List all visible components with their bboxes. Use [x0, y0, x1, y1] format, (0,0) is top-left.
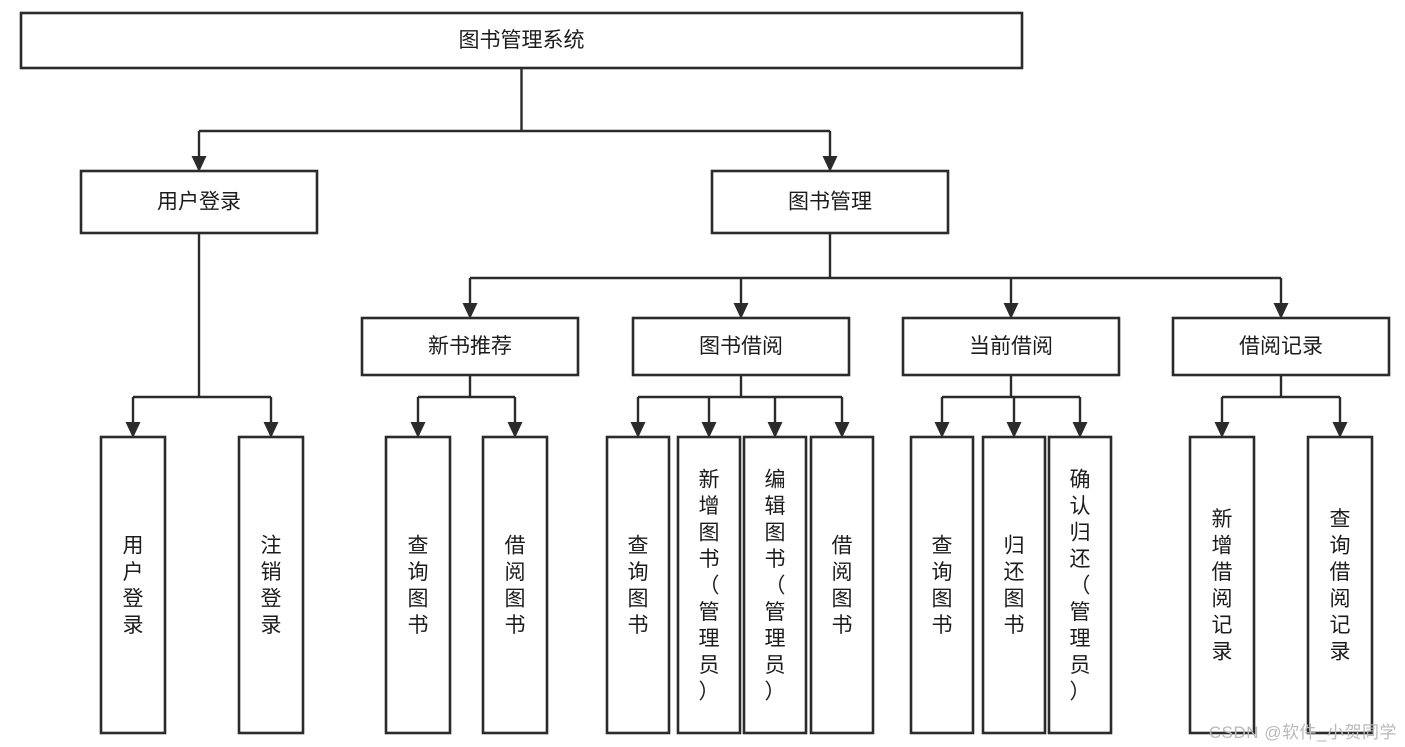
node-leaf-add-borrow-record-label: 新增借阅记录: [1212, 508, 1233, 664]
node-new-book-rec[interactable]: 新书推荐: [360, 316, 580, 377]
node-book-borrow[interactable]: 图书借阅: [631, 316, 851, 377]
node-leaf-return-book-label: 归还图书: [1004, 535, 1025, 638]
node-leaf-user-login[interactable]: 用户登录: [99, 435, 167, 735]
node-layer: 图书管理系统用户登录图书管理新书推荐图书借阅当前借阅借阅记录用户登录注销登录查询…: [19, 11, 1391, 735]
node-root-box: [19, 11, 1024, 70]
node-leaf-edit-book[interactable]: 编辑图书（管理员）: [742, 435, 808, 735]
node-user-login[interactable]: 用户登录: [79, 169, 319, 235]
node-book-borrow-box: [631, 316, 851, 377]
arrow-head-icon: [462, 303, 478, 319]
edge-group-book-manage: [462, 233, 1289, 319]
node-leaf-borrow-book-label: 借阅图书: [832, 535, 853, 638]
arrow-head-icon: [834, 422, 850, 438]
node-leaf-query-borrow-record-label: 查询借阅记录: [1330, 508, 1351, 664]
edge-group-user-login: [125, 233, 279, 438]
arrow-head-icon: [1214, 422, 1230, 438]
node-leaf-query-book-rec-box: [384, 435, 452, 735]
node-leaf-confirm-return[interactable]: 确认归还（管理员）: [1047, 435, 1113, 735]
node-leaf-add-borrow-record-box: [1188, 435, 1256, 735]
node-borrow-record[interactable]: 借阅记录: [1171, 316, 1391, 377]
node-leaf-query-book-current[interactable]: 查询图书: [909, 435, 975, 735]
node-leaf-edit-book-box: [742, 435, 808, 735]
node-leaf-add-book-label: 新增图书（管理员）: [699, 468, 720, 703]
node-user-login-label: 用户登录: [157, 191, 241, 214]
node-leaf-add-book[interactable]: 新增图书（管理员）: [676, 435, 742, 735]
node-leaf-return-book-box: [981, 435, 1047, 735]
node-leaf-query-borrow-record-box: [1306, 435, 1374, 735]
node-leaf-add-borrow-record[interactable]: 新增借阅记录: [1188, 435, 1256, 735]
node-leaf-user-login-box: [99, 435, 167, 735]
arrow-head-icon: [630, 422, 646, 438]
node-leaf-query-book-rec-label: 查询图书: [408, 535, 429, 638]
node-new-book-rec-box: [360, 316, 580, 377]
node-leaf-add-book-box: [676, 435, 742, 735]
arrow-head-icon: [1273, 303, 1289, 319]
node-user-login-box: [79, 169, 319, 235]
edge-group-new-book-rec: [410, 375, 523, 438]
node-leaf-confirm-return-box: [1047, 435, 1113, 735]
node-book-manage-label: 图书管理: [788, 191, 872, 214]
node-leaf-user-logout-box: [237, 435, 305, 735]
arrow-head-icon: [822, 156, 838, 172]
node-leaf-confirm-return-label: 确认归还（管理员）: [1070, 468, 1091, 703]
arrow-head-icon: [125, 422, 141, 438]
node-leaf-query-book-rec[interactable]: 查询图书: [384, 435, 452, 735]
node-leaf-query-book-borrow[interactable]: 查询图书: [605, 435, 671, 735]
arrow-head-icon: [507, 422, 523, 438]
node-current-borrow-label: 当前借阅: [969, 335, 1053, 358]
arrow-head-icon: [1006, 422, 1022, 438]
node-leaf-borrow-book-box: [809, 435, 875, 735]
node-leaf-query-book-borrow-label: 查询图书: [628, 535, 649, 638]
edge-group-root: [191, 68, 838, 172]
node-current-borrow[interactable]: 当前借阅: [901, 316, 1121, 377]
arrow-head-icon: [191, 156, 207, 172]
arrow-head-icon: [263, 422, 279, 438]
node-leaf-return-book[interactable]: 归还图书: [981, 435, 1047, 735]
arrow-head-icon: [1003, 303, 1019, 319]
node-leaf-borrow-book-rec-box: [481, 435, 549, 735]
arrow-head-icon: [1332, 422, 1348, 438]
arrow-head-icon: [934, 422, 950, 438]
arrow-head-icon: [410, 422, 426, 438]
node-leaf-borrow-book[interactable]: 借阅图书: [809, 435, 875, 735]
node-root-label: 图书管理系统: [459, 29, 585, 52]
arrow-head-icon: [1072, 422, 1088, 438]
node-new-book-rec-label: 新书推荐: [428, 335, 512, 358]
node-leaf-query-book-borrow-box: [605, 435, 671, 735]
node-book-manage-box: [710, 169, 950, 235]
node-leaf-query-book-current-label: 查询图书: [932, 535, 953, 638]
node-leaf-borrow-book-rec-label: 借阅图书: [505, 535, 526, 638]
node-root[interactable]: 图书管理系统: [19, 11, 1024, 70]
node-leaf-user-login-label: 用户登录: [123, 535, 144, 638]
edge-group-current-borrow: [934, 375, 1088, 438]
node-leaf-borrow-book-rec[interactable]: 借阅图书: [481, 435, 549, 735]
edge-layer: [125, 68, 1348, 438]
node-current-borrow-box: [901, 316, 1121, 377]
node-book-manage[interactable]: 图书管理: [710, 169, 950, 235]
arrow-head-icon: [733, 303, 749, 319]
node-borrow-record-box: [1171, 316, 1391, 377]
arrow-head-icon: [701, 422, 717, 438]
node-leaf-query-book-current-box: [909, 435, 975, 735]
arrow-head-icon: [767, 422, 783, 438]
node-leaf-user-logout-label: 注销登录: [261, 535, 282, 638]
node-borrow-record-label: 借阅记录: [1239, 335, 1323, 358]
node-book-borrow-label: 图书借阅: [699, 335, 783, 358]
node-leaf-query-borrow-record[interactable]: 查询借阅记录: [1306, 435, 1374, 735]
edge-group-book-borrow: [630, 375, 850, 438]
node-leaf-user-logout[interactable]: 注销登录: [237, 435, 305, 735]
edge-group-borrow-record: [1214, 375, 1348, 438]
node-leaf-edit-book-label: 编辑图书（管理员）: [765, 468, 786, 703]
